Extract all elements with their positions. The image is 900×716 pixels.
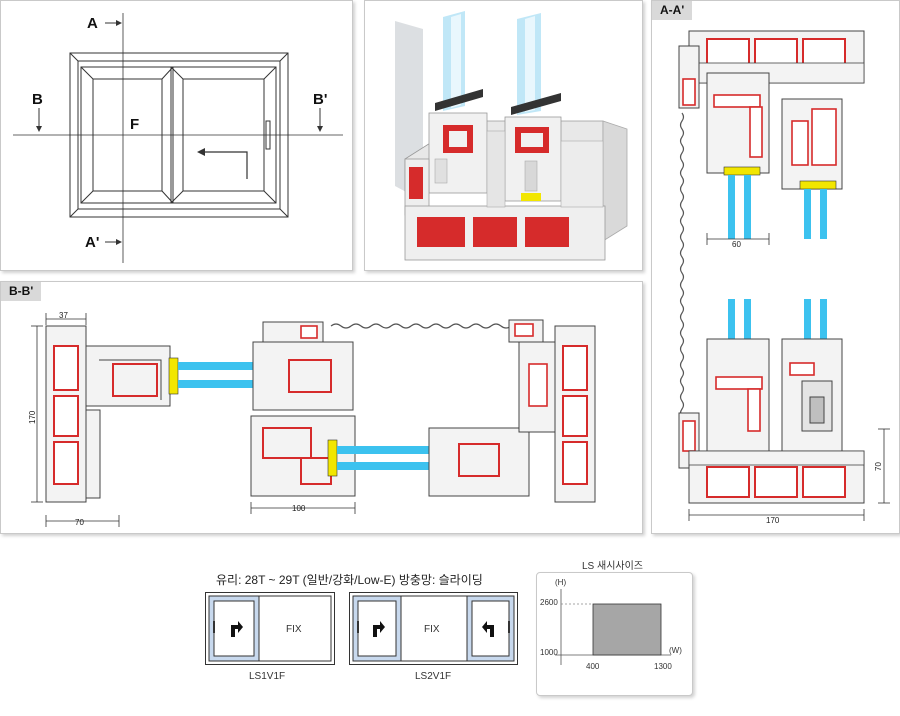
size-chart-title: LS 새시사이즈 xyxy=(582,561,644,572)
marker-a-prime: A' xyxy=(85,234,99,251)
cutaway-panel xyxy=(364,0,643,271)
size-chart-plot xyxy=(555,589,671,665)
dim-60: 60 xyxy=(732,240,741,249)
section-bb-tag: B-B' xyxy=(1,282,42,301)
type-ls2v1f-fix-label: FIX xyxy=(424,624,440,635)
size-chart-panel: LS 새시사이즈 (H) (W) 2600 1000 400 1300 xyxy=(536,561,693,696)
type-ls2v1f-drawing xyxy=(349,592,518,665)
type-ls2v1f-name: LS2V1F xyxy=(415,671,452,682)
size-chart-x-tick-1300: 1300 xyxy=(654,662,672,671)
dim-70-vertical: 70 xyxy=(874,462,883,471)
cutaway-3d-illustration xyxy=(395,11,628,261)
size-chart-y-axis-label: (H) xyxy=(555,578,567,587)
dim-37: 37 xyxy=(59,311,68,320)
size-chart-y-tick-2600: 2600 xyxy=(540,598,558,607)
section-aa-drawing: 60 70 170 xyxy=(678,30,890,525)
dim-170-vertical: 170 xyxy=(28,410,37,424)
elevation-drawing: A A' B B' F xyxy=(13,13,343,263)
section-bb-drawing: 37 170 70 100 xyxy=(28,311,596,527)
section-aa-panel: A-A' 60 xyxy=(651,0,900,534)
size-chart-y-tick-1000: 1000 xyxy=(540,648,558,657)
dim-100: 100 xyxy=(292,504,306,513)
section-aa-tag: A-A' xyxy=(652,1,693,20)
marker-f: F xyxy=(130,116,139,133)
dim-70-horizontal: 70 xyxy=(75,518,84,527)
type-ls1v1f-fix-label: FIX xyxy=(286,624,302,635)
type-ls1v1f-name: LS1V1F xyxy=(249,671,286,682)
size-chart-x-axis-label: (W) xyxy=(669,646,682,655)
elevation-panel: A A' B B' F xyxy=(0,0,353,271)
size-chart-range-area xyxy=(592,603,662,656)
marker-b: B xyxy=(32,91,43,108)
marker-a: A xyxy=(87,15,98,32)
glass-spec-note: 유리: 28T ~ 29T (일반/강화/Low-E) 방충망: 슬라이딩 xyxy=(216,573,483,587)
size-chart-x-tick-400: 400 xyxy=(586,662,600,671)
type-ls1v1f-drawing xyxy=(205,592,335,665)
marker-b-prime: B' xyxy=(313,91,327,108)
section-bb-panel: B-B' xyxy=(0,281,643,534)
type-ls1v1f: FIX LS1V1F xyxy=(205,592,335,682)
type-ls2v1f: FIX LS2V1F xyxy=(349,592,519,682)
dim-170-horizontal: 170 xyxy=(766,516,780,525)
